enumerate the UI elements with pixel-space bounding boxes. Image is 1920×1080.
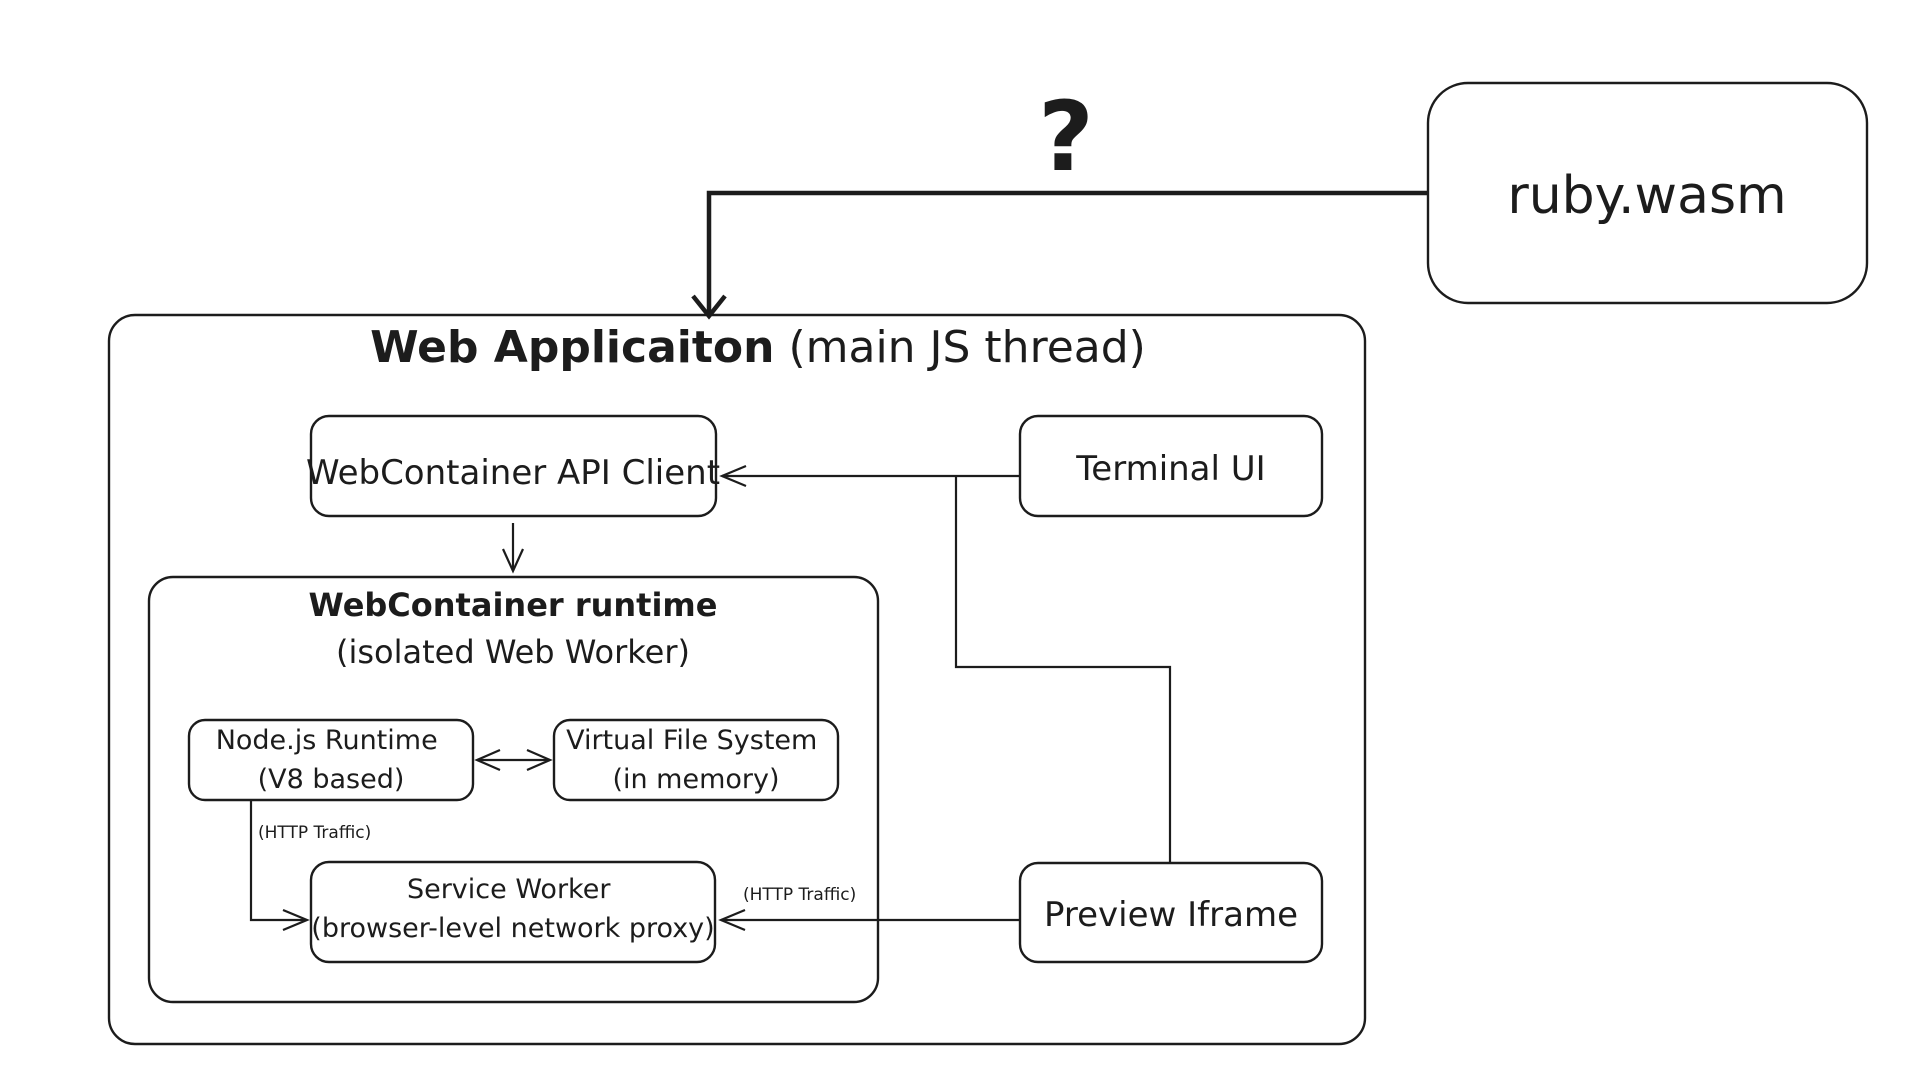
- web-application-container: [107, 313, 1367, 1046]
- virtual-file-system-line2: (in memory): [612, 764, 779, 795]
- node-to-service-worker-line: [249, 800, 305, 922]
- web-application-title-rest: (main JS thread): [788, 322, 1145, 373]
- node-vfs-arrowhead-left: [474, 748, 501, 772]
- nodejs-runtime-box: [187, 718, 475, 802]
- question-mark: ?: [1038, 81, 1094, 193]
- virtual-file-system-line1: Virtual File System: [566, 725, 817, 756]
- service-worker-label: Service Worker (browser-level network pr…: [311, 874, 714, 944]
- nodejs-runtime-line1: Node.js Runtime: [216, 725, 438, 756]
- service-worker-box: [309, 860, 717, 964]
- terminal-ui-box: [1018, 414, 1324, 518]
- virtual-file-system-label: Virtual File System (in memory): [566, 725, 826, 795]
- virtual-file-system-box: [552, 718, 840, 802]
- http-traffic-preview-label: (HTTP Traffic): [743, 885, 856, 905]
- ruby-wasm-connector: [706, 190, 1428, 313]
- api-client-label: WebContainer API Client: [306, 453, 720, 493]
- preview-iframe-label: Preview Iframe: [1044, 895, 1298, 935]
- webcontainer-runtime-box: [147, 575, 880, 1004]
- ruby-wasm-label: ruby.wasm: [1507, 166, 1786, 226]
- nodejs-runtime-label: Node.js Runtime (V8 based): [216, 725, 447, 795]
- web-application-title-bold: Web Applicaiton: [370, 322, 774, 373]
- preview-to-api-connector: [954, 476, 1172, 863]
- web-application-title: Web Applicaiton (main JS thread): [370, 322, 1146, 373]
- service-worker-line1: Service Worker: [407, 874, 611, 905]
- terminal-to-api-arrowhead: [719, 464, 747, 488]
- service-worker-line2: (browser-level network proxy): [311, 913, 714, 944]
- node-vfs-arrowhead-right: [526, 748, 553, 772]
- api-client-box: [309, 414, 718, 518]
- terminal-ui-label: Terminal UI: [1075, 449, 1265, 489]
- preview-to-service-worker-arrowhead: [718, 908, 746, 932]
- api-to-runtime-arrowhead: [501, 548, 525, 574]
- nodejs-runtime-line2: (V8 based): [258, 764, 405, 795]
- webcontainer-runtime-title: WebContainer runtime: [309, 586, 718, 624]
- webcontainer-runtime-subtitle: (isolated Web Worker): [336, 633, 690, 671]
- node-to-service-worker-arrowhead: [282, 908, 310, 932]
- http-traffic-internal-label: (HTTP Traffic): [258, 823, 371, 843]
